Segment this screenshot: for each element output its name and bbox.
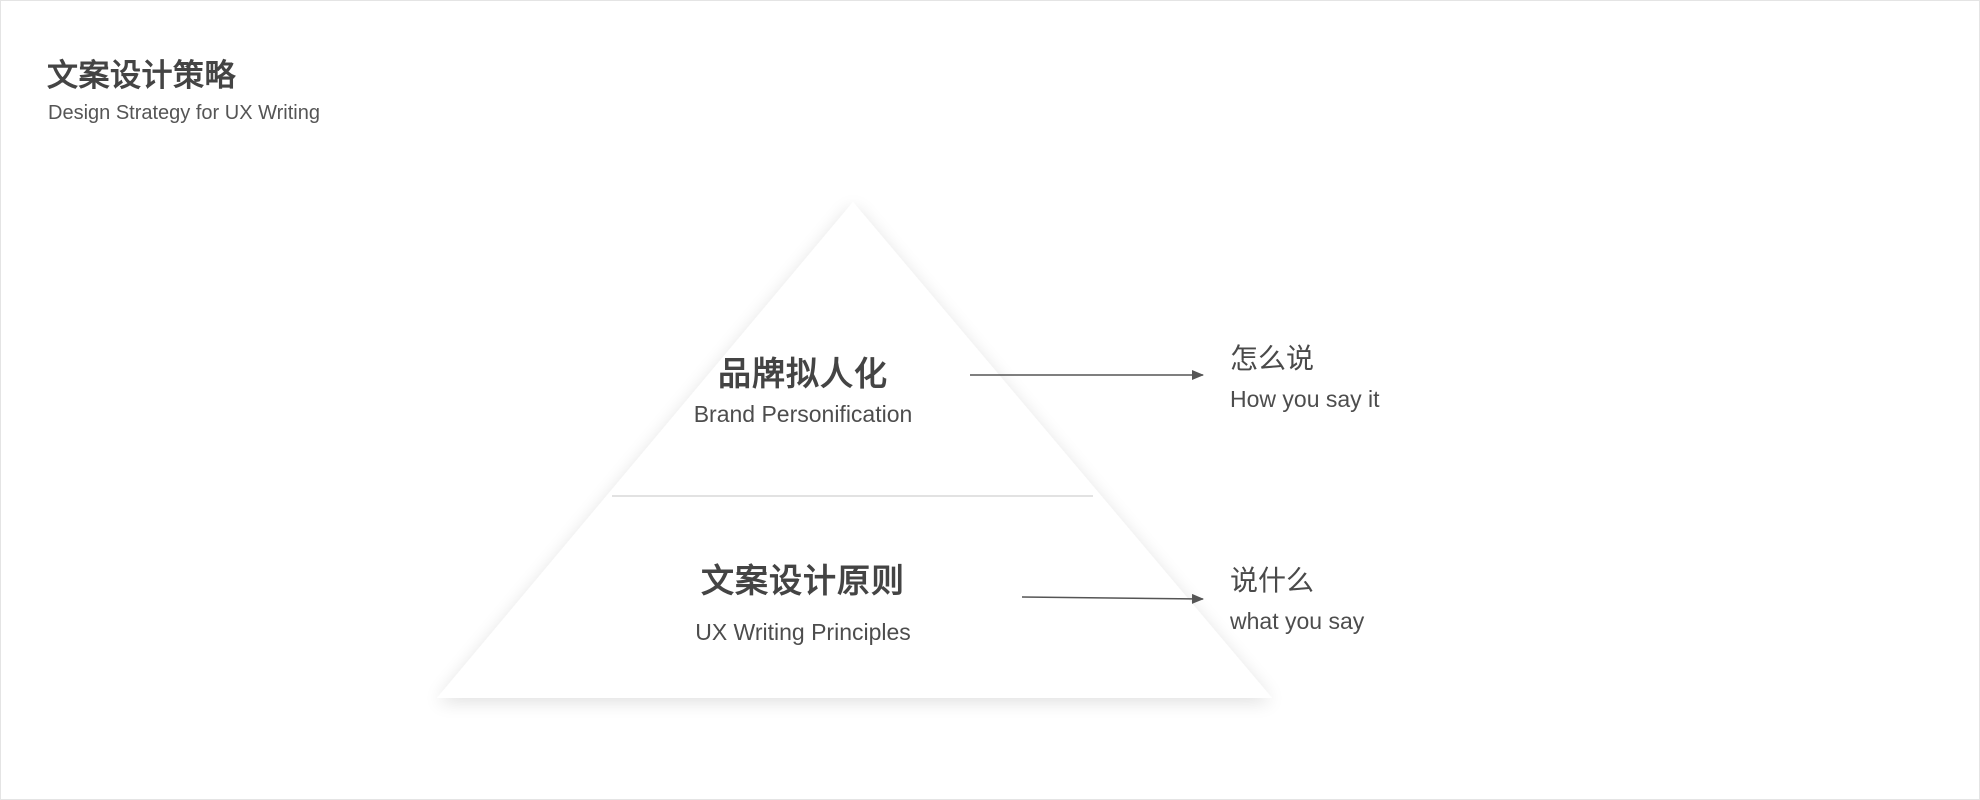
page-subtitle: Design Strategy for UX Writing — [48, 102, 320, 124]
page-title: 文案设计策略 — [47, 58, 236, 94]
tier-2-title: 文案设计原则 — [701, 561, 905, 600]
tier-2-subtitle: UX Writing Principles — [695, 619, 911, 645]
arrow-what-you-say — [1021, 593, 1204, 604]
tier-1-title: 品牌拟人化 — [718, 354, 888, 393]
tier-1-subtitle: Brand Personification — [693, 401, 913, 427]
how-label-title: 怎么说 — [1230, 342, 1315, 375]
what-label-subtitle: what you say — [1230, 608, 1365, 634]
how-label-subtitle: How you say it — [1230, 386, 1380, 412]
what-label-title: 说什么 — [1230, 564, 1315, 597]
pyramid-shape — [437, 202, 1272, 698]
